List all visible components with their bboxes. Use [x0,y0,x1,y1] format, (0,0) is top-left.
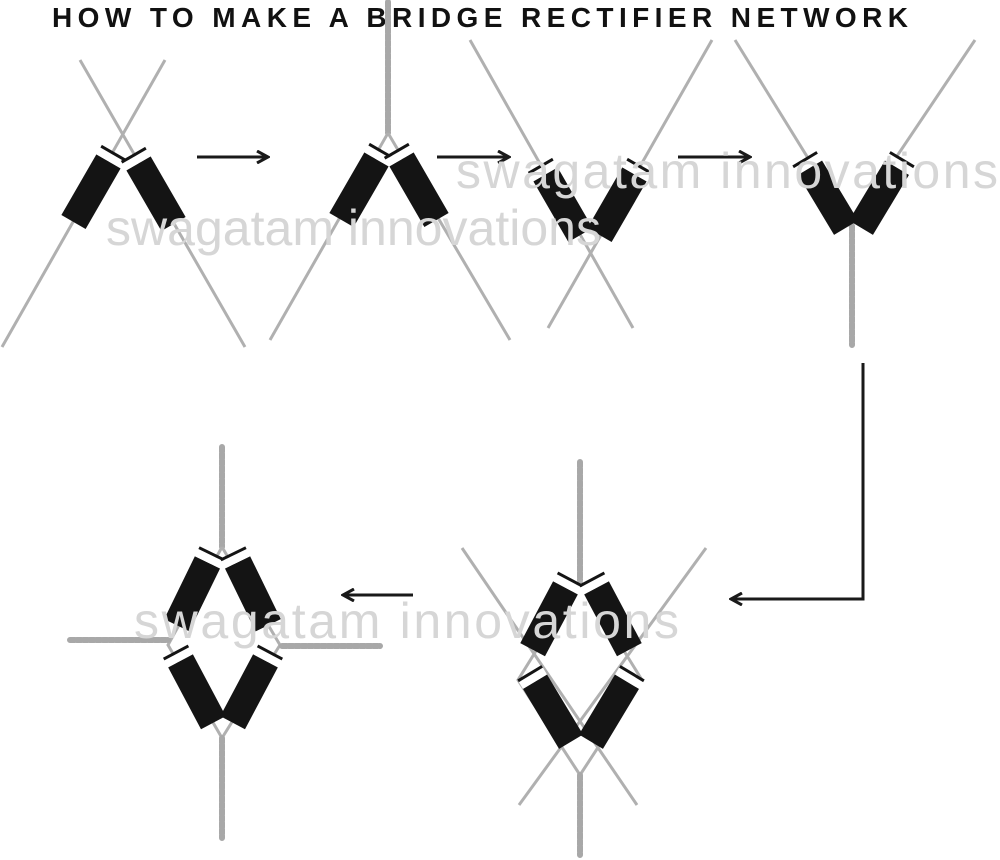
diode [578,665,645,749]
diode [792,151,859,235]
diode-body [584,581,642,657]
diode [220,546,281,632]
cathode-band [553,574,582,595]
cathode-band [580,574,609,595]
watermark-text: swagatam innovations [106,200,601,256]
diode-body [523,674,584,749]
diode-body [389,152,449,228]
watermark-text: swagatam innovations [134,593,679,649]
cathode-band-edge [527,157,554,175]
diode-body [329,152,389,228]
cathode-band [253,647,282,668]
diode [587,157,653,243]
cathode-band [884,153,914,175]
cathode-band [194,549,224,569]
diode [520,571,584,657]
cathode-band-edge [198,546,225,562]
diode-body [533,167,593,243]
cathode-band [385,145,414,167]
cathode-band-edge [619,665,645,683]
diode-body [578,674,639,749]
cathode-band-edge [220,546,247,562]
cathode-band-edge [162,644,190,661]
cathode-band [221,549,251,569]
diode [578,571,642,657]
cathode-band-edge [578,571,606,588]
diagram-title: HOW TO MAKE A BRIDGE RECTIFIER NETWORK [52,2,908,33]
cathode-band [622,160,651,182]
cathode-band [793,153,823,175]
diode [61,144,127,230]
diode-body [798,160,859,235]
diode-body [224,556,281,632]
diode-body [587,167,647,243]
lead-wire [460,547,639,806]
watermark-layer: swagatam innovations swagatam innovation… [106,143,998,649]
diode-body [168,654,226,730]
diode-body [164,556,221,632]
diode-body [220,654,278,730]
cathode-band-edge [256,644,284,661]
cathode-band-edge [889,151,915,169]
diode [120,146,186,232]
diode [517,665,584,749]
cathode-band-edge [556,571,584,588]
cathode-band-edge [626,157,653,175]
diode [527,157,593,243]
diode [220,644,284,730]
cathode-band [364,145,393,167]
cathode-band [122,149,151,171]
diode [162,644,226,730]
watermark-text: swagatam innovations [456,143,998,199]
cathode-band-edge [792,151,818,169]
diode [383,142,449,228]
diode-body [520,581,578,657]
cathode-band-edge [517,665,543,683]
diode-body [848,160,909,235]
cathode-band [529,160,558,182]
bent-down-left-arrow-icon [731,363,865,599]
wires-layer [0,0,977,858]
cathode-band [518,667,548,689]
cathode-band [96,147,125,169]
cathode-band [614,667,644,689]
diode [848,151,915,235]
lead-wire [517,547,708,806]
cathode-band [164,647,193,668]
cathode-band-edge [383,142,410,160]
cathode-band-edge [100,144,127,162]
diodes-layer [61,142,915,749]
diode [164,546,225,632]
cathode-band-edge [120,146,147,164]
arrows-layer [197,157,865,599]
diode-body [126,156,186,232]
diode-body [61,154,121,230]
